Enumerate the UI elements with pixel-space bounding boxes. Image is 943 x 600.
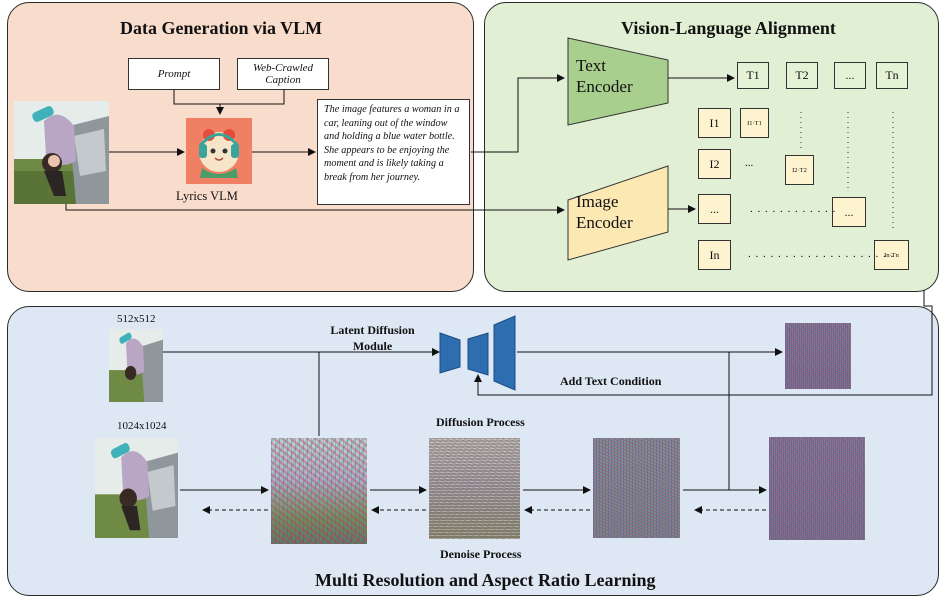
vlm-label: Lyrics VLM <box>176 189 238 203</box>
text-token-ellipsis: ... <box>834 62 866 89</box>
matrix-ellipsis-row3: . . . . . . . . . . . . <box>750 203 837 215</box>
latent-output-noise <box>785 323 851 389</box>
matrix-ellipsis-row4: . . . . . . . . . . . . . . . . . . . . <box>748 248 895 260</box>
multires-title: Multi Resolution and Aspect Ratio Learni… <box>315 570 656 590</box>
text-condition-label: Add Text Condition <box>560 374 662 388</box>
product-i1-t1: I1·T1 <box>740 108 769 138</box>
alignment-title: Vision-Language Alignment <box>621 18 836 38</box>
image-encoder-label: Image Encoder <box>576 192 633 232</box>
generated-caption: The image features a woman in a car, lea… <box>317 99 470 205</box>
product-in-tn: In·Tn <box>874 240 909 270</box>
unet-icon <box>439 315 516 391</box>
matrix-ellipsis-row2: ... <box>745 157 754 169</box>
res-large-label: 1024x1024 <box>117 420 167 432</box>
image-token-1: I1 <box>698 108 731 138</box>
res-small-label: 512x512 <box>117 313 156 325</box>
image-token-n: In <box>698 240 731 270</box>
diffusion-process-label: Diffusion Process <box>436 415 525 429</box>
latent-module-label: Latent Diffusion Module <box>330 323 415 353</box>
web-caption-box: Web-Crawled Caption <box>237 58 329 90</box>
product-ellipsis: ... <box>832 197 866 227</box>
text-token-n: Tn <box>876 62 908 89</box>
noisy-image-step3 <box>593 438 680 538</box>
noisy-image-step2 <box>429 438 520 539</box>
noisy-image-step4 <box>769 437 865 540</box>
noisy-image-step1 <box>271 438 367 544</box>
vlm-icon <box>186 118 252 184</box>
image-token-ellipsis: ... <box>698 194 731 224</box>
prompt-box: Prompt <box>128 58 220 90</box>
text-encoder-label: Text Encoder <box>576 56 633 96</box>
input-photo <box>14 101 109 204</box>
text-token-1: T1 <box>737 62 769 89</box>
denoise-process-label: Denoise Process <box>440 547 522 561</box>
data-generation-title: Data Generation via VLM <box>120 18 323 38</box>
product-i2-t2: I2·T2 <box>785 155 814 185</box>
text-token-2: T2 <box>786 62 818 89</box>
photo-1024 <box>95 438 178 538</box>
photo-512 <box>109 329 163 402</box>
image-token-2: I2 <box>698 149 731 179</box>
